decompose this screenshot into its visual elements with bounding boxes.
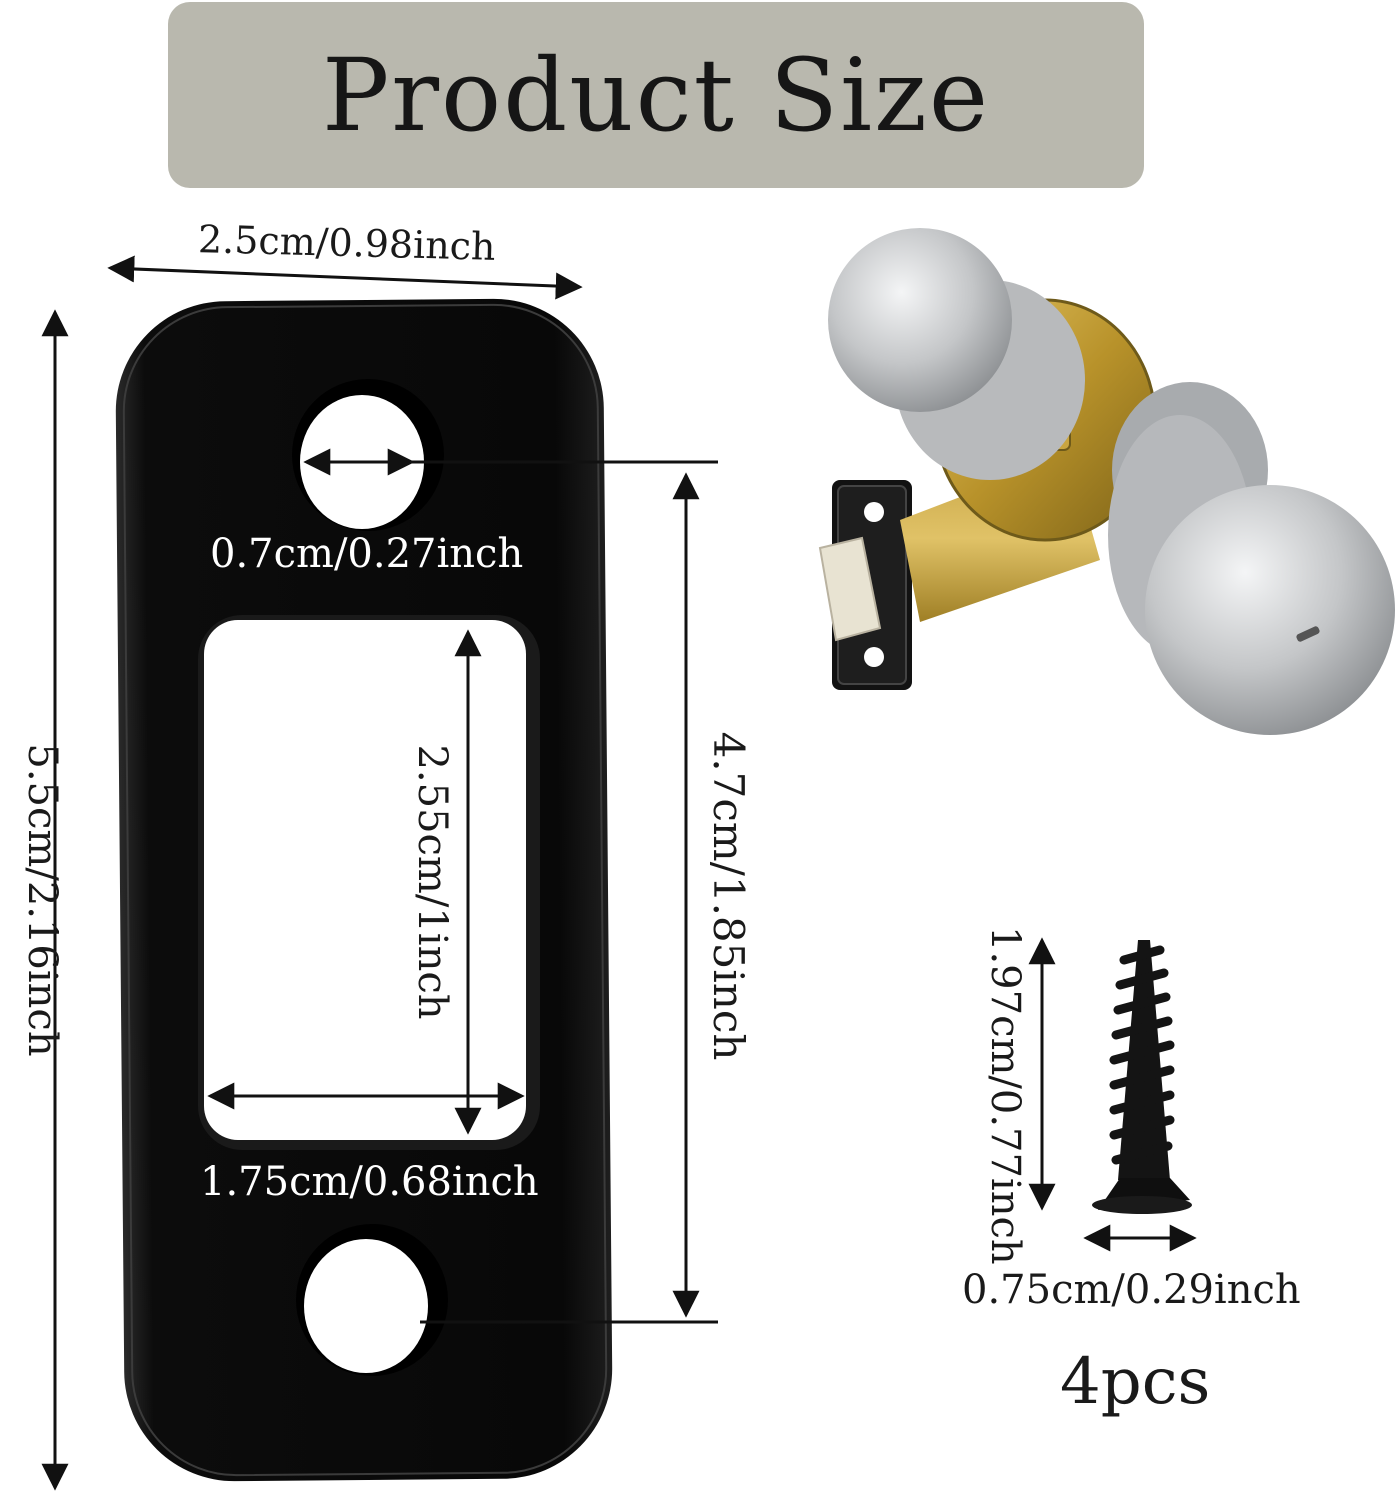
plate-height-label: 5.5cm/2.16inch (19, 743, 65, 1057)
screw-quantity-label: 4pcs (1060, 1345, 1211, 1419)
page-title: Product Size (321, 36, 991, 154)
title-banner: Product Size (168, 2, 1144, 188)
hole-diameter-label: 0.7cm/0.27inch (210, 531, 524, 577)
screw-width-label: 0.75cm/0.29inch (962, 1267, 1301, 1313)
opening-height-label: 2.55cm/1inch (409, 744, 455, 1020)
plate-width-arrow (107, 255, 583, 300)
strike-plate-illustration (115, 298, 613, 1482)
doorknob-illustration (818, 228, 1395, 735)
opening-width-label: 1.75cm/0.68inch (200, 1159, 539, 1205)
screw-length-label: 1.97cm/0.77inch (982, 926, 1028, 1265)
hole-spacing-label: 4.7cm/1.85inch (704, 731, 753, 1061)
screw-illustration (1092, 940, 1192, 1214)
hole-spacing-arrow (420, 472, 718, 1324)
plate-width-label: 2.5cm/0.98inch (197, 217, 497, 269)
